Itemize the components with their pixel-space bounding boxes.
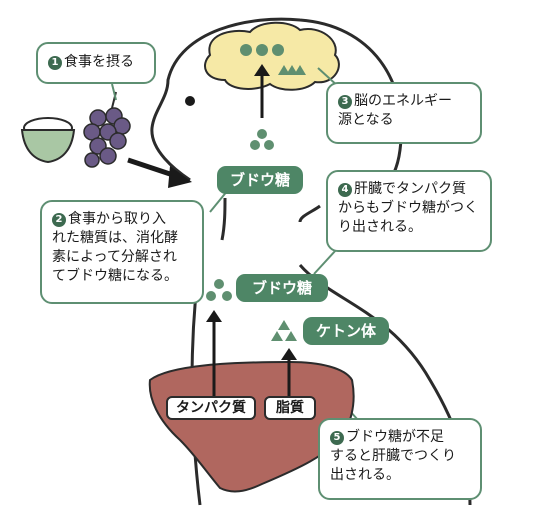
- brain-ketone-triangle: [278, 65, 290, 75]
- callout-2-line2: れた糖質は、消化酵: [52, 230, 178, 246]
- glucose-molecule: [206, 291, 216, 301]
- neck-outline: [220, 197, 321, 241]
- glucose-label-head: ブドウ糖: [217, 166, 303, 194]
- arrow-fat-to-ketone-head: [281, 348, 297, 360]
- callout-3-line1: 脳のエネルギー: [354, 93, 452, 109]
- brain-glucose-dot: [256, 44, 268, 56]
- callout-5-line1: ブドウ糖が不足: [346, 429, 444, 445]
- glucose-label-body: ブドウ糖: [236, 274, 328, 302]
- ketone-label: ケトン体: [303, 317, 389, 345]
- brain-ketone-triangle: [294, 65, 306, 75]
- callout-5-line2: すると肝臓でつくり: [330, 448, 456, 464]
- glucose-molecule: [222, 291, 232, 301]
- brain-glucose-dot: [272, 44, 284, 56]
- glucose-molecule: [257, 129, 267, 139]
- callout-5-line3: 出される。: [330, 467, 400, 483]
- callout-2-line1: 食事から取り入: [68, 211, 166, 227]
- arrow-to-brain-head: [254, 64, 270, 76]
- step-number-1: 1: [48, 56, 62, 70]
- callout-3-line2: 源となる: [338, 112, 394, 128]
- step-number-3: 3: [338, 95, 352, 109]
- ketone-triangle: [271, 331, 283, 341]
- callout-1-text: 食事を摂る: [64, 54, 134, 70]
- arrow-food-to-mouth-head: [168, 166, 192, 188]
- fat-label: 脂質: [264, 396, 316, 420]
- connector-c1: [111, 83, 117, 101]
- step-number-5: 5: [330, 431, 344, 445]
- callout-2-line4: てブドウ糖になる。: [52, 268, 178, 284]
- protein-label: タンパク質: [166, 396, 256, 420]
- glucose-molecule: [214, 279, 224, 289]
- arrow-food-to-mouth: [127, 157, 177, 179]
- callout-4-line2: からもブドウ糖がつく: [338, 200, 478, 216]
- glucose-molecule: [250, 140, 260, 150]
- eye: [185, 96, 195, 106]
- step-number-4: 4: [338, 183, 352, 197]
- brain-glucose-dot: [240, 44, 252, 56]
- brain-ketone-triangle: [286, 65, 298, 75]
- rice-bowl: [20, 129, 76, 164]
- step-number-2: 2: [52, 213, 66, 227]
- ketone-triangle: [285, 331, 297, 341]
- connector-c4: [313, 249, 337, 275]
- arrow-protein-to-glucose-head: [206, 310, 222, 322]
- callout-4-line1: 肝臓でタンパク質: [354, 181, 466, 197]
- ketone-triangle: [278, 320, 290, 330]
- callout-2-line3: 素によって分解され: [52, 249, 177, 265]
- grape-bunch: [83, 107, 131, 168]
- brain: [204, 21, 340, 91]
- callout-4-line3: り出される。: [338, 219, 422, 235]
- glucose-molecule: [264, 140, 274, 150]
